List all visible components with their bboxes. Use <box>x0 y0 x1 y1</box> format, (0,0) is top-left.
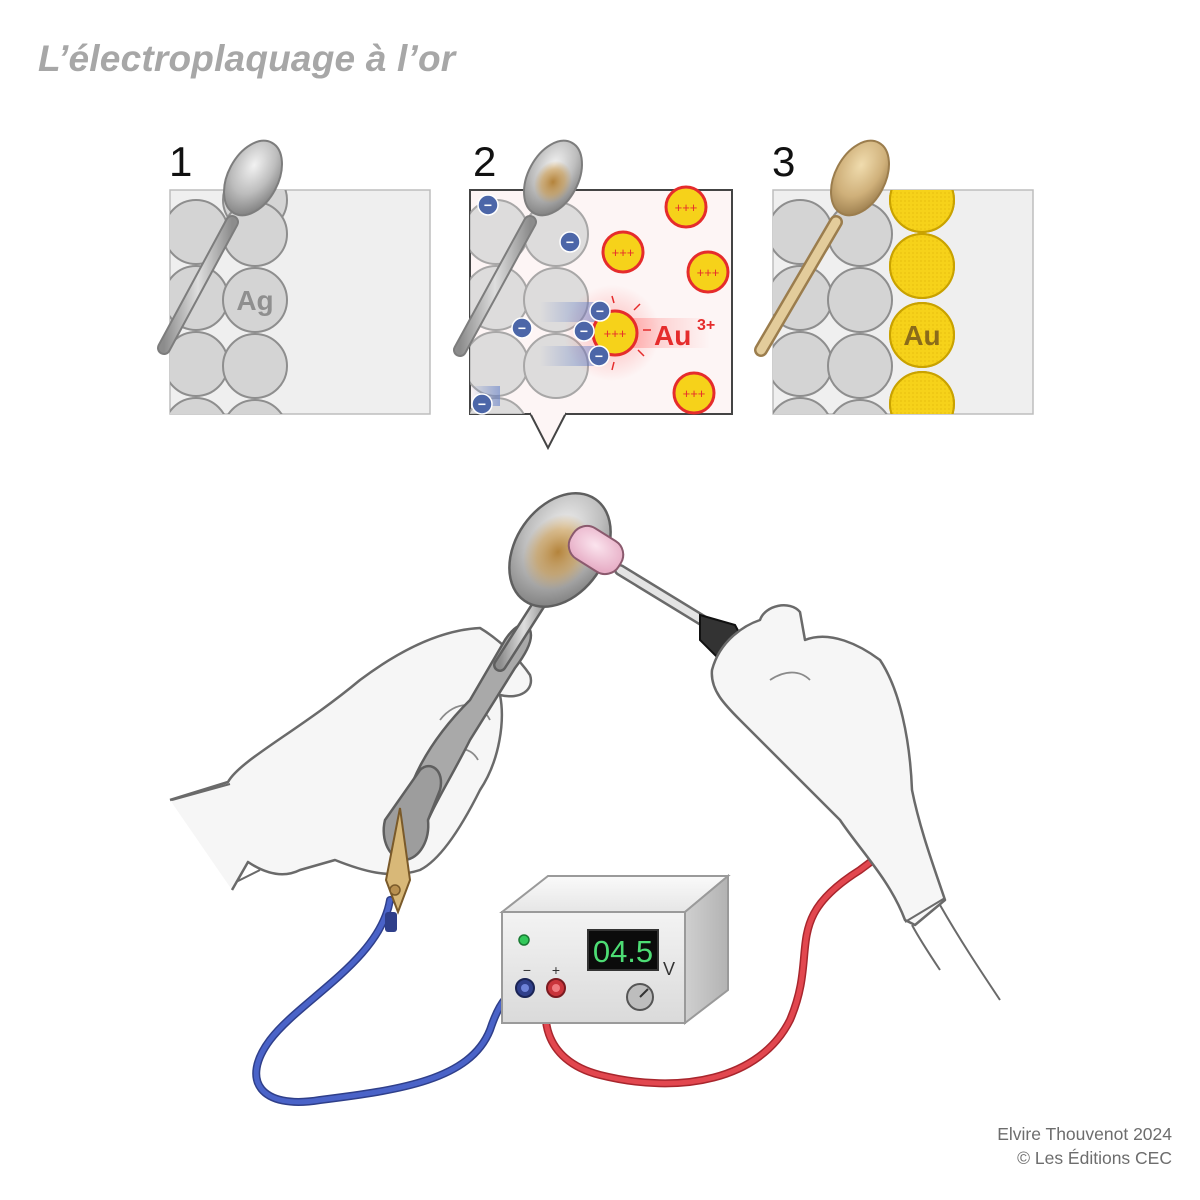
credit-author: Elvire Thouvenot 2024 <box>997 1122 1172 1146</box>
plus-terminal-label: + <box>552 962 560 978</box>
electron: − <box>472 394 492 414</box>
electron: − <box>574 321 594 341</box>
svg-text:−: − <box>566 234 574 250</box>
svg-text:+++: +++ <box>612 245 635 260</box>
svg-text:+++: +++ <box>604 326 627 341</box>
svg-text:−: − <box>580 323 588 339</box>
power-led <box>519 935 529 945</box>
svg-text:Au: Au <box>654 320 691 351</box>
gold-ion: +++ <box>666 187 706 227</box>
svg-text:−: − <box>518 320 526 336</box>
electron: − <box>512 318 532 338</box>
svg-text:+++: +++ <box>683 386 706 401</box>
minus-terminal-label: − <box>523 962 531 978</box>
gold-ion: +++ <box>674 373 714 413</box>
panel-1: Ag <box>164 131 430 464</box>
electron: − <box>560 232 580 252</box>
left-gloved-hand <box>170 628 531 890</box>
electron: − <box>590 301 610 321</box>
panel-2: +++ +++ +++ +++ +++ Au 3+ <box>460 131 732 462</box>
power-supply: 04.5 V − + <box>502 876 728 1023</box>
svg-text:−: − <box>596 303 604 319</box>
svg-text:−: − <box>478 396 486 412</box>
electron: − <box>478 195 498 215</box>
voltage-unit: V <box>663 959 675 979</box>
credit-copyright: © Les Éditions CEC <box>997 1146 1172 1170</box>
svg-text:+++: +++ <box>697 265 720 280</box>
gold-ion: +++ <box>688 252 728 292</box>
svg-text:−: − <box>484 197 492 213</box>
gold-ion: +++ <box>603 232 643 272</box>
svg-text:+++: +++ <box>675 200 698 215</box>
callout-pointer <box>530 413 566 448</box>
right-gloved-hand <box>712 605 1000 1000</box>
gold-atom-label: Au <box>903 320 940 351</box>
panel-3: Au <box>761 131 1033 464</box>
electron: − <box>589 346 609 366</box>
credit: Elvire Thouvenot 2024 © Les Éditions CEC <box>997 1122 1172 1170</box>
silver-atom-label: Ag <box>236 285 273 316</box>
svg-text:−: − <box>595 348 603 364</box>
svg-text:3+: 3+ <box>697 317 715 334</box>
voltage-value: 04.5 <box>593 934 653 969</box>
